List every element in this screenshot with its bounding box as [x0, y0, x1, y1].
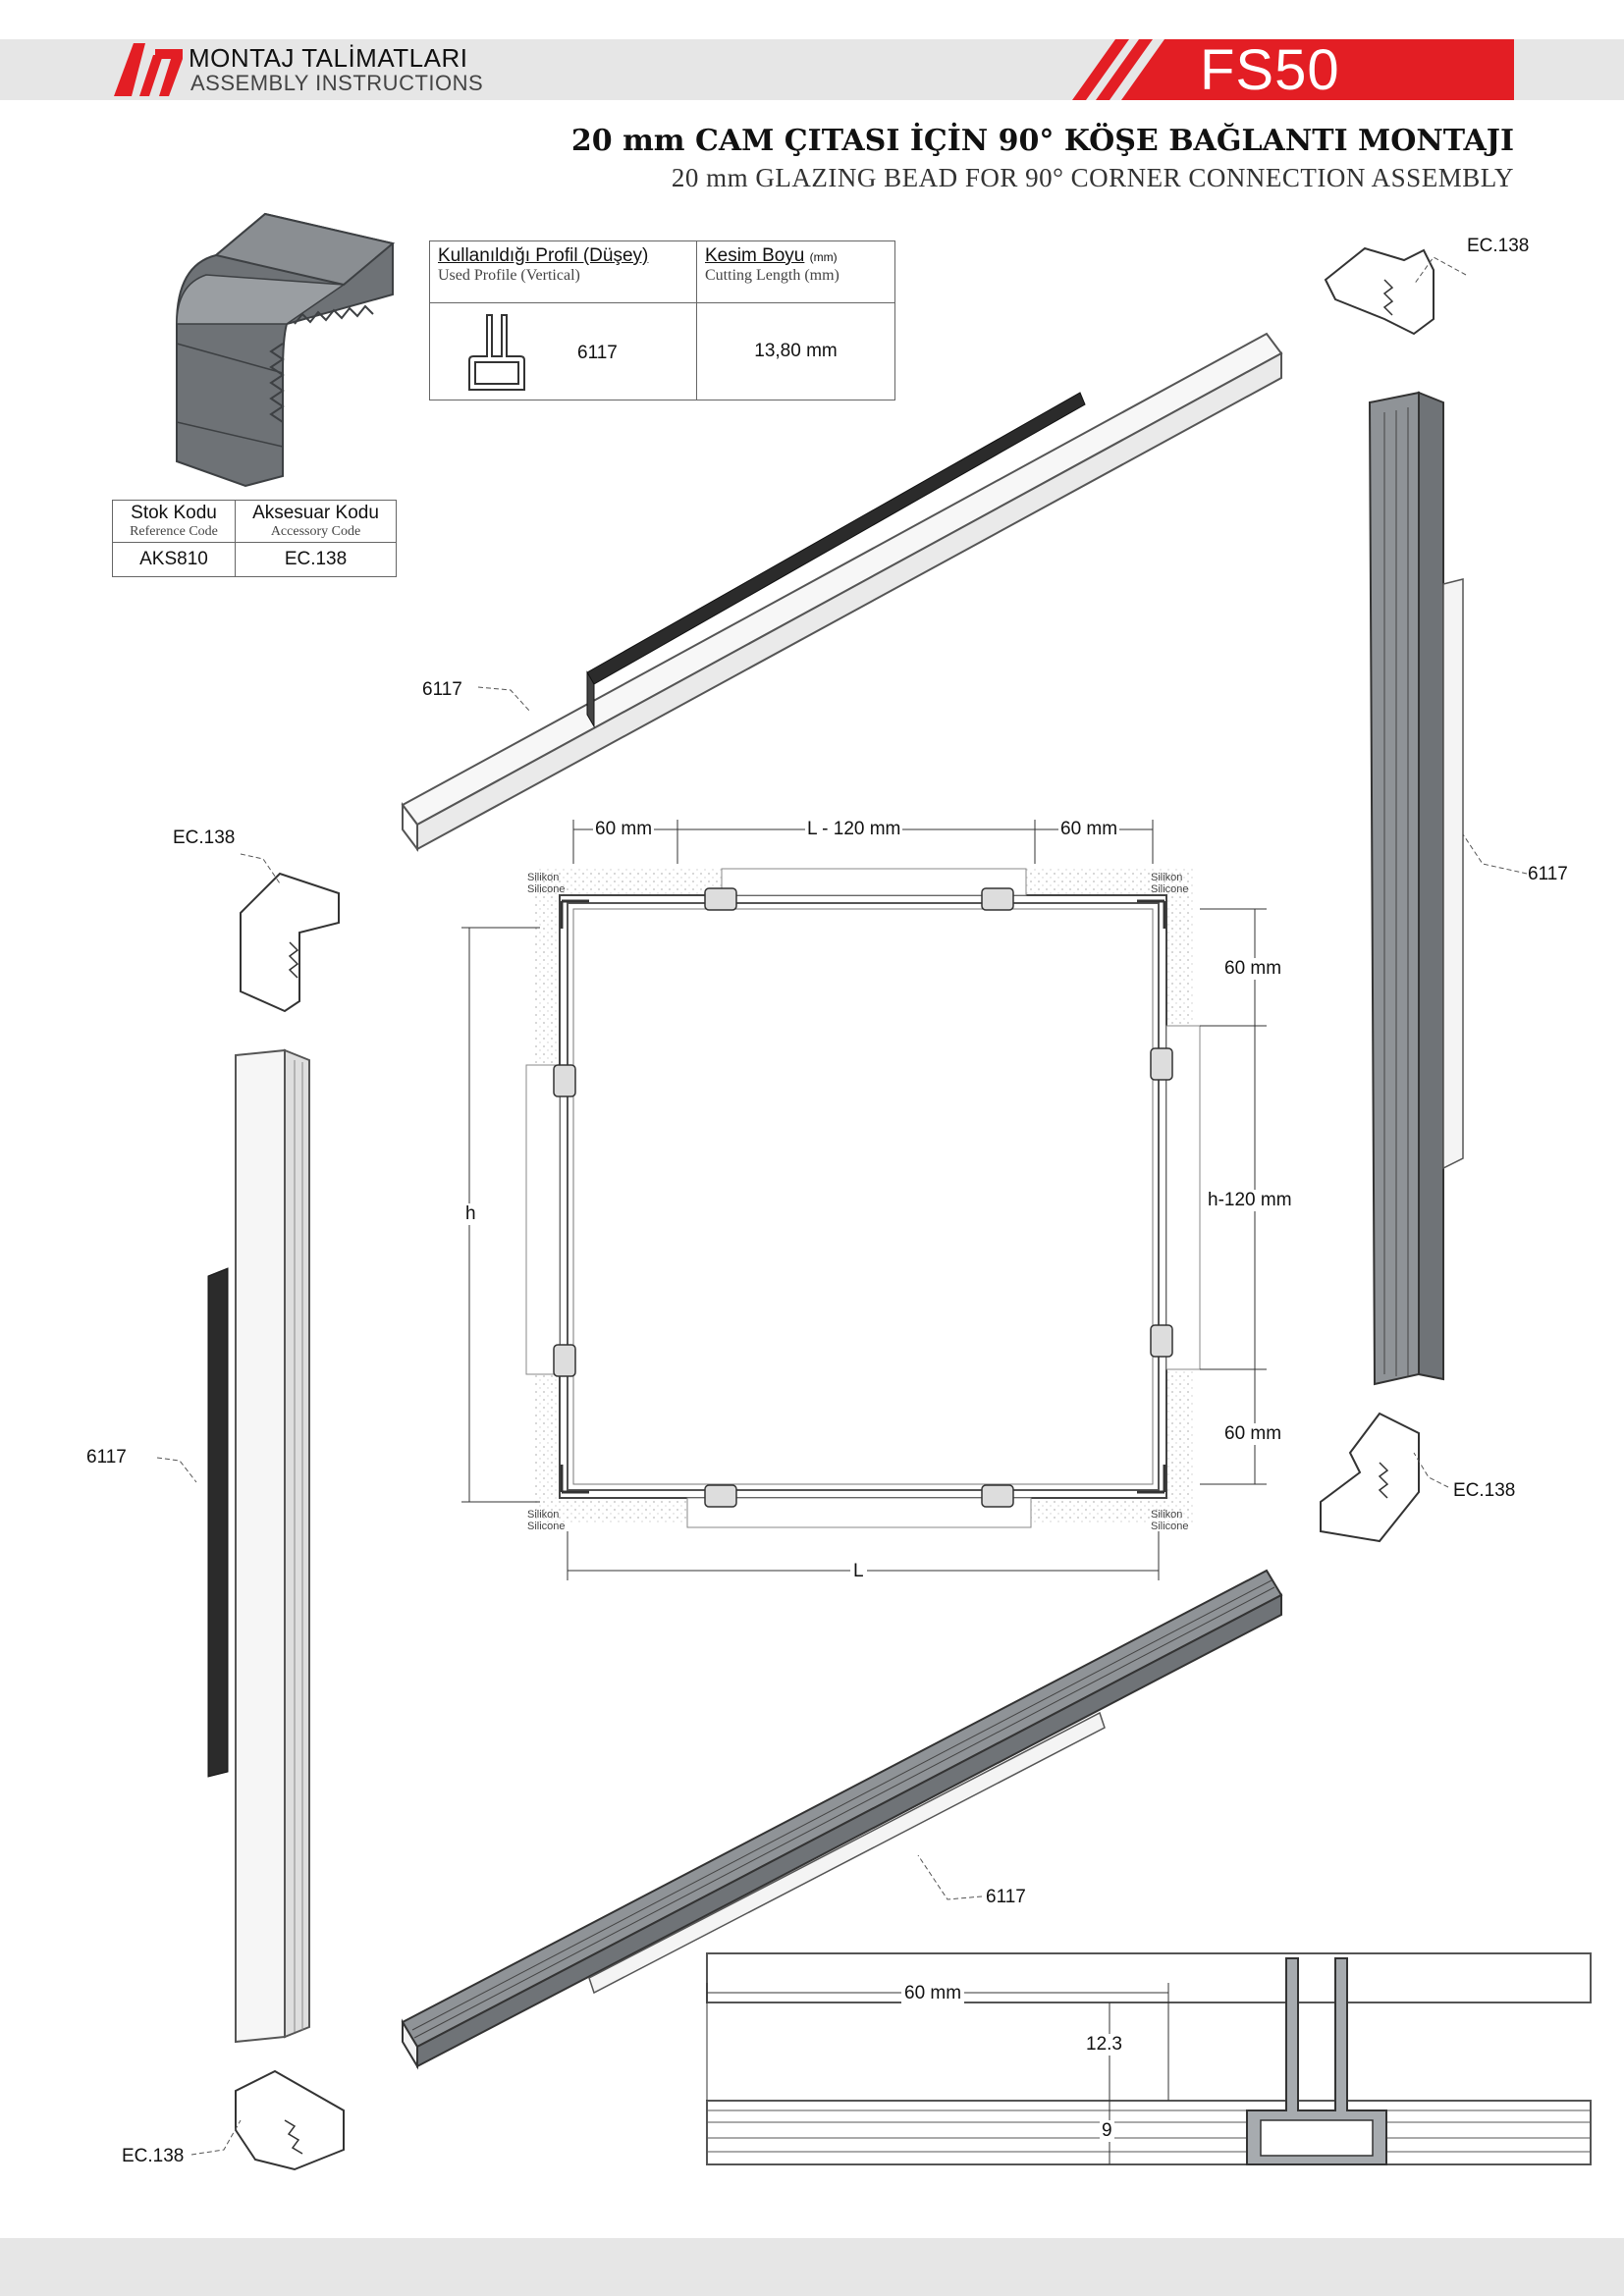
stock-code-label-en: Reference Code: [130, 524, 218, 539]
accessory-code-label-en: Accessory Code: [270, 524, 361, 539]
profile-label-bottom: 6117: [986, 1887, 1026, 1907]
dim-60-right-top: 60 mm: [1222, 958, 1284, 980]
detail-dim-9: 9: [1100, 2120, 1114, 2142]
detail-dim-12-3: 12.3: [1084, 2034, 1124, 2056]
detail-section: [706, 1952, 1592, 2165]
leader-lines: [156, 256, 1528, 2156]
frame-diagram: [461, 820, 1267, 1580]
stock-code-value: AKS810: [112, 542, 236, 577]
dim-60-top-right: 60 mm: [1058, 819, 1120, 840]
cutting-length-label: Kesim Boyu: [705, 245, 805, 266]
used-profile-label: Kullanıldığı Profil (Düşey): [438, 245, 649, 266]
accessory-code-label: Aksesuar Kodu: [252, 503, 379, 523]
profile-top-diagonal: [401, 332, 1283, 852]
header-subtitle: ASSEMBLY INSTRUCTIONS: [190, 71, 484, 95]
dim-width: L: [850, 1561, 867, 1582]
header-title: MONTAJ TALİMATLARI: [189, 43, 468, 73]
profile-label-top: 6117: [422, 679, 462, 700]
profile-bottom-diagonal: [401, 1569, 1283, 2070]
accessory-label-bottom-right: EC.138: [1453, 1480, 1516, 1501]
series-badge: [1072, 39, 1514, 100]
brand-logo: [114, 43, 183, 96]
used-profile-label-en: Used Profile (Vertical): [438, 267, 580, 284]
profile-table: Kullanıldığı Profil (Düşey) Used Profile…: [429, 240, 895, 400]
dim-height: h: [463, 1203, 478, 1225]
connector-top-right: [1324, 246, 1435, 336]
connector-bottom-left: [235, 2069, 345, 2171]
footer-band: [0, 2238, 1624, 2296]
dim-60-right-bottom: 60 mm: [1222, 1423, 1284, 1445]
detail-dim-60: 60 mm: [901, 1983, 965, 2004]
accessory-table: Stok Kodu Reference Code Aksesuar Kodu A…: [112, 500, 397, 577]
connector-bottom-right: [1320, 1412, 1420, 1543]
stock-code-label: Stok Kodu: [131, 503, 217, 523]
page-subtitle: 20 mm GLAZING BEAD FOR 90° CORNER CONNEC…: [671, 163, 1514, 192]
profile-left-vertical: [207, 1048, 310, 2044]
page-title: 20 mm CAM ÇITASI İÇİN 90° KÖŞE BAĞLANTI …: [570, 124, 1514, 158]
profile-code: 6117: [577, 343, 618, 363]
series-code: FS50: [1200, 38, 1340, 102]
dim-60-top-left: 60 mm: [593, 819, 655, 840]
dim-height-minus: h-120 mm: [1206, 1190, 1294, 1211]
cutting-length-value: 13,80 mm: [754, 341, 838, 361]
profile-label-right: 6117: [1528, 864, 1568, 884]
profile-section-icon: [468, 314, 525, 391]
cutting-length-label-en: Cutting Length (mm): [705, 267, 839, 284]
corner-connector-render: [176, 212, 396, 488]
profile-label-left: 6117: [86, 1447, 127, 1468]
accessory-code-value: EC.138: [235, 542, 397, 577]
dim-width-minus: L - 120 mm: [805, 819, 903, 840]
cutting-length-unit: (mm): [809, 250, 838, 264]
accessory-label-bottom-left: EC.138: [122, 2146, 185, 2166]
accessory-label-left: EC.138: [173, 828, 236, 848]
profile-right-vertical: [1368, 391, 1464, 1386]
accessory-label-top-right: EC.138: [1467, 236, 1530, 256]
connector-left: [240, 872, 340, 1013]
